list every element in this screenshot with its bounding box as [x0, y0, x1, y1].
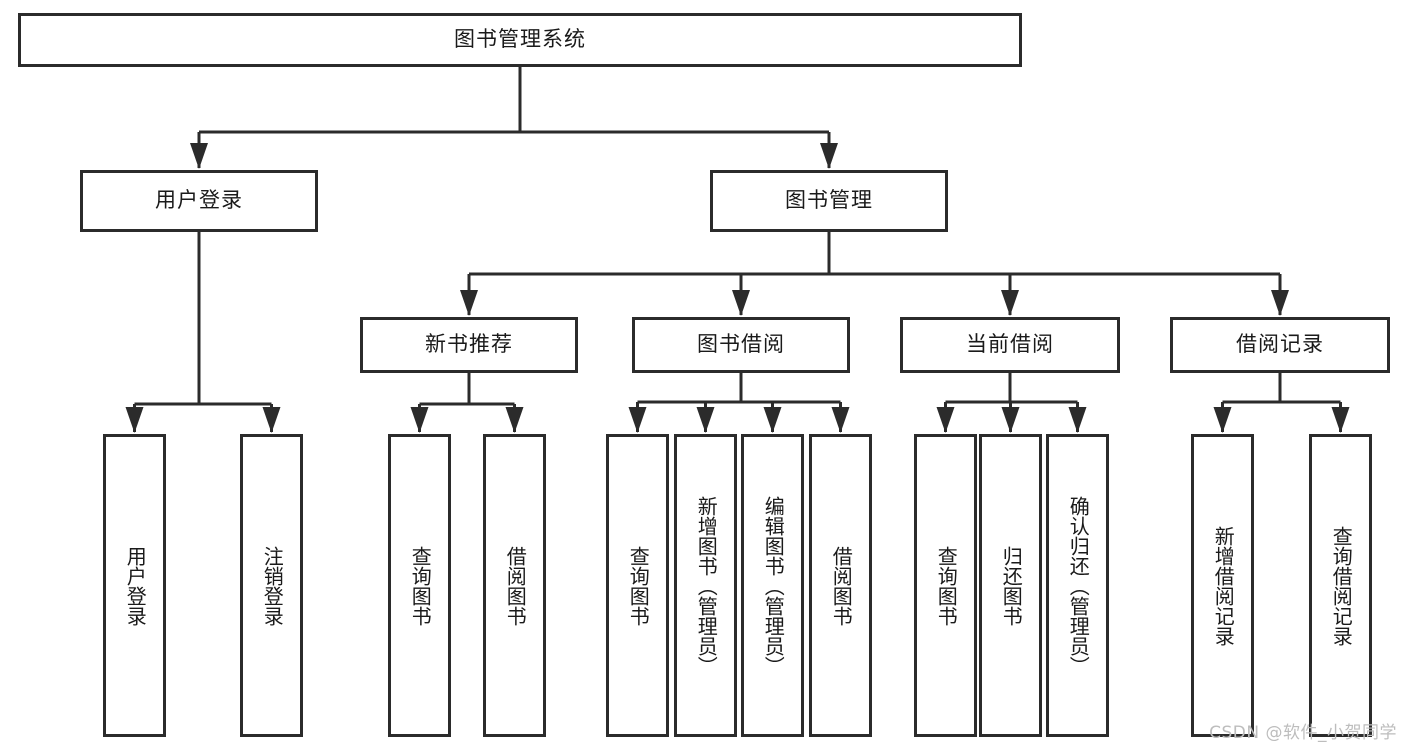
node-box-leaf-return-book[interactable]	[979, 434, 1042, 737]
boxes-layer	[18, 13, 1390, 737]
node-box-leaf-confirm-return[interactable]	[1046, 434, 1109, 737]
arrow-head-icon	[732, 290, 750, 316]
node-box-leaf-query-book-3[interactable]	[914, 434, 977, 737]
connectors-layer	[125, 67, 1350, 433]
arrow-head-icon	[1271, 290, 1289, 316]
node-box-current-borrow[interactable]	[900, 317, 1120, 373]
node-box-leaf-edit-book[interactable]	[741, 434, 804, 737]
arrow-head-icon	[936, 407, 955, 433]
arrow-head-icon	[410, 407, 429, 433]
arrow-head-icon	[1213, 407, 1232, 433]
node-box-leaf-add-record[interactable]	[1191, 434, 1254, 737]
arrow-head-icon	[696, 407, 715, 433]
node-box-root[interactable]	[18, 13, 1022, 67]
arrow-head-icon	[1331, 407, 1350, 433]
node-box-leaf-borrow-book-2[interactable]	[809, 434, 872, 737]
node-box-book-borrow[interactable]	[632, 317, 850, 373]
arrow-head-icon	[125, 407, 144, 433]
node-box-leaf-query-record[interactable]	[1309, 434, 1372, 737]
node-box-leaf-logout-login[interactable]	[240, 434, 303, 737]
arrow-head-icon	[505, 407, 524, 433]
arrow-head-icon	[1068, 407, 1087, 433]
arrow-head-icon	[460, 290, 478, 316]
node-box-leaf-borrow-book-1[interactable]	[483, 434, 546, 737]
csdn-watermark: CSDN @软件_小贺同学	[1209, 723, 1397, 743]
node-box-leaf-user-login[interactable]	[103, 434, 166, 737]
arrow-head-icon	[262, 407, 281, 433]
node-box-leaf-query-book-2[interactable]	[606, 434, 669, 737]
arrow-head-icon	[831, 407, 850, 433]
node-box-user-login[interactable]	[80, 170, 318, 232]
node-box-leaf-query-book-1[interactable]	[388, 434, 451, 737]
node-box-leaf-add-book[interactable]	[674, 434, 737, 737]
arrow-head-icon	[190, 143, 208, 169]
node-box-borrow-record[interactable]	[1170, 317, 1390, 373]
node-box-book-manage[interactable]	[710, 170, 948, 232]
node-box-new-book-recommend[interactable]	[360, 317, 578, 373]
arrow-head-icon	[628, 407, 647, 433]
arrow-head-icon	[1001, 407, 1020, 433]
arrow-head-icon	[763, 407, 782, 433]
arrow-head-icon	[820, 143, 838, 169]
arrow-head-icon	[1001, 290, 1019, 316]
